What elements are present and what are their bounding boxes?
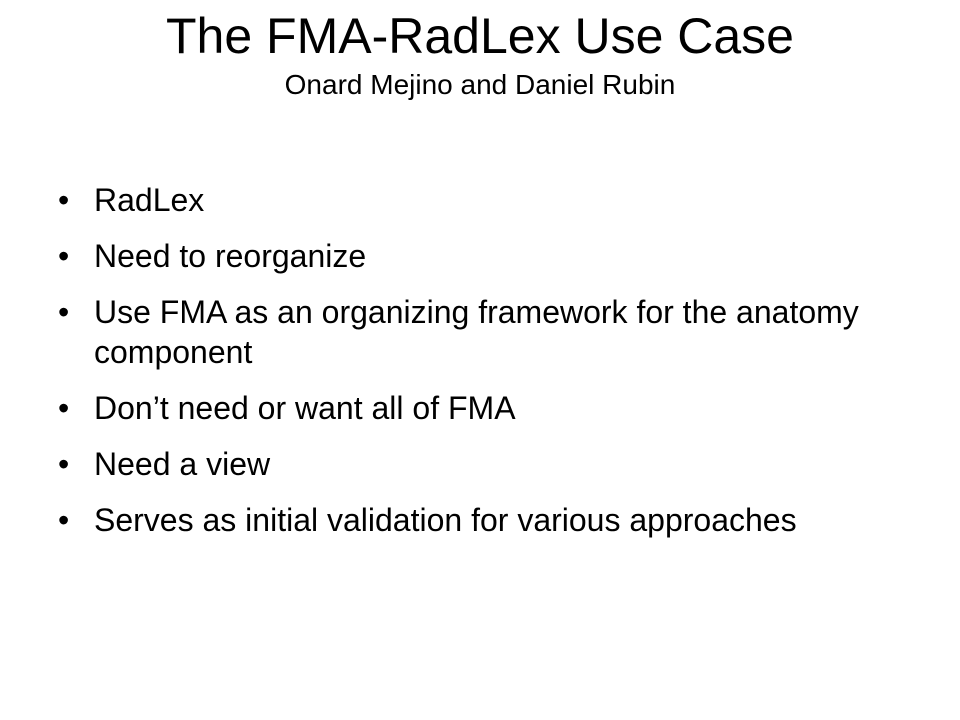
bullet-item-need-to-reorganize: • Need to reorganize: [58, 236, 918, 276]
title-block: The FMA-RadLex Use Case Onard Mejino and…: [0, 6, 960, 102]
bullet-text: Use FMA as an organizing framework for t…: [94, 294, 859, 370]
bullet-text: RadLex: [94, 182, 205, 218]
slide-subtitle: Onard Mejino and Daniel Rubin: [284, 69, 676, 100]
bullet-icon: •: [58, 502, 70, 538]
bullet-icon: •: [58, 390, 70, 426]
bullet-icon: •: [58, 182, 70, 218]
bullet-item-initial-validation: • Serves as initial validation for vario…: [58, 500, 918, 540]
bullet-item-use-fma: • Use FMA as an organizing framework for…: [58, 292, 918, 372]
slide-title: The FMA-RadLex Use Case: [165, 8, 794, 64]
bullet-icon: •: [58, 294, 70, 330]
bullet-text: Don’t need or want all of FMA: [94, 390, 516, 426]
bullet-icon: •: [58, 446, 70, 482]
bullet-list: • RadLex • Need to reorganize • Use FMA …: [58, 180, 918, 556]
bullet-icon: •: [58, 238, 70, 274]
bullet-item-need-a-view: • Need a view: [58, 444, 918, 484]
bullet-text: Serves as initial validation for various…: [94, 502, 797, 538]
bullet-item-radlex: • RadLex: [58, 180, 918, 220]
bullet-item-dont-need-all-fma: • Don’t need or want all of FMA: [58, 388, 918, 428]
bullet-text: Need to reorganize: [94, 238, 367, 274]
bullet-text: Need a view: [94, 446, 271, 482]
